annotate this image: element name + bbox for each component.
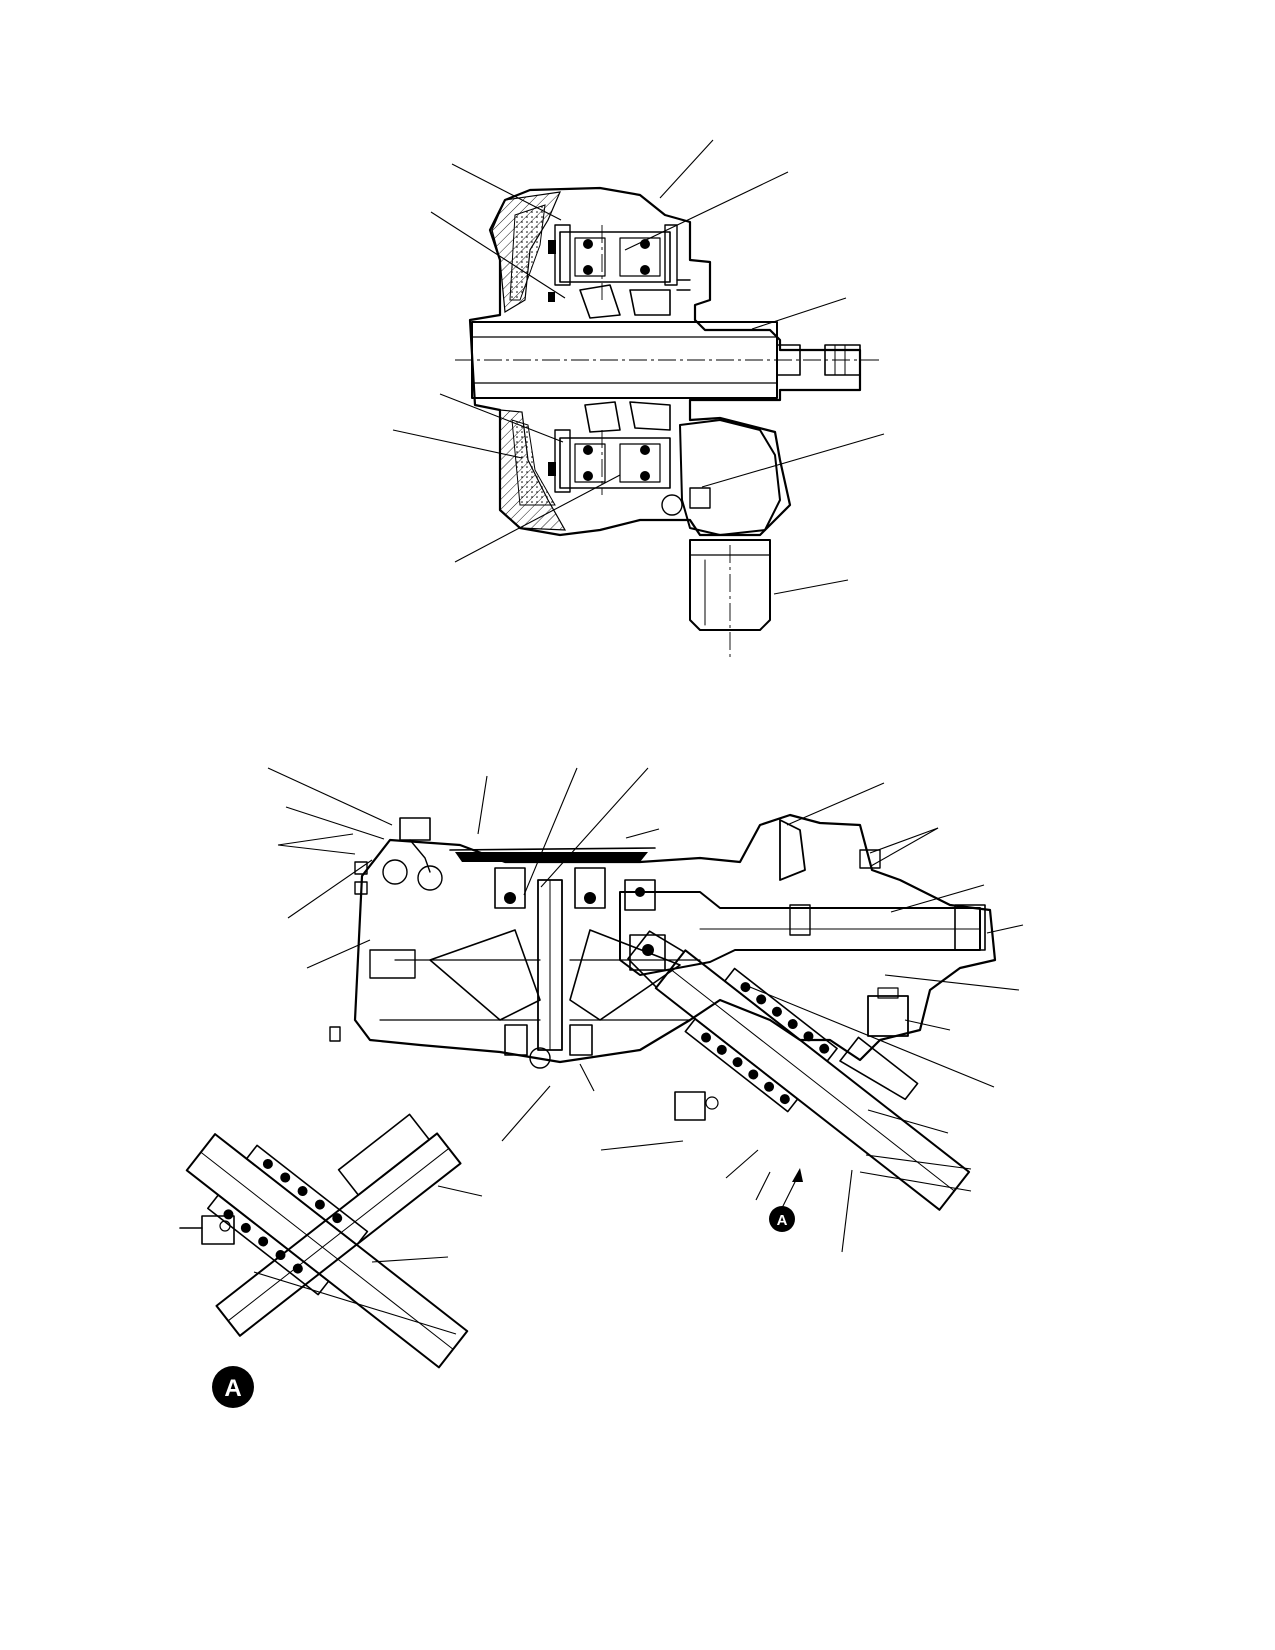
shaft-bearing-balls — [701, 982, 830, 1105]
upper-bearing-stack — [554, 224, 678, 319]
detail-a-leader-lines — [253, 1185, 483, 1335]
detail-a-label: A — [212, 1366, 254, 1408]
svg-text:A: A — [224, 1375, 241, 1402]
bottom-view-leader-lines — [267, 767, 1024, 1253]
detail-a-view — [179, 1113, 469, 1369]
tail-drive-shaft-assembly — [627, 930, 971, 1211]
lower-bearing-stack — [554, 401, 671, 493]
main-gearbox-cross-section — [329, 813, 997, 1069]
top-gearbox-cross-section — [455, 186, 880, 660]
svg-text:A: A — [777, 1212, 788, 1229]
top-view-leader-lines — [392, 139, 885, 595]
section-marker-a: A — [769, 1168, 803, 1232]
